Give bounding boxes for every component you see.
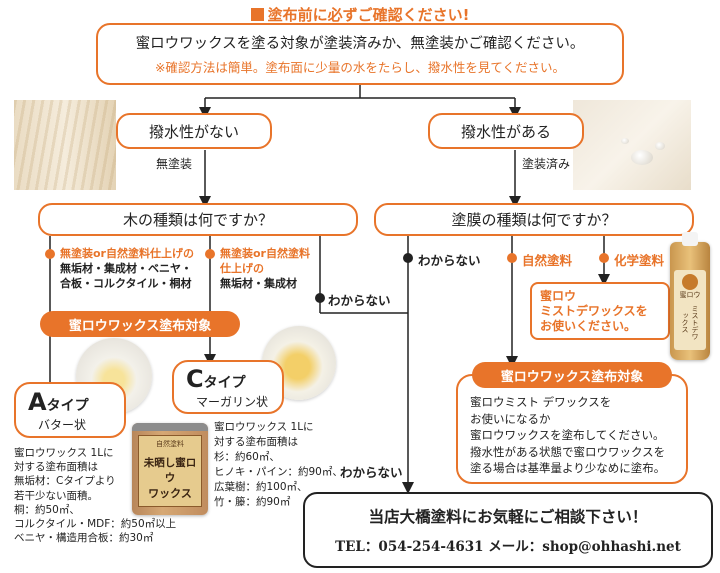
wood-question-box: 木の種類は何ですか？ [38,203,358,236]
type-c-sub: マーガリン状 [196,394,269,409]
coating-question-box: 塗膜の種類は何ですか？ [374,203,694,236]
coating-chemical: 化学塗料 [614,253,665,268]
contact-line1: 当店大橋塗料にお気軽にご相談下さい！ [368,508,648,526]
type-a-box: Aタイプ バター状 [14,382,126,438]
option-dot [45,249,55,259]
unknown-label-left: わからない [328,293,391,308]
instruction-line: 蜜ロウワックスを塗る対象が塗装済みか、無塗装かご確認ください。 [135,36,585,52]
type-a-info: 蜜ロウワックス 1Lに 対する塗布面積は 無垢材：Cタイプより 若干少ない面積。… [14,447,177,545]
target-pill-left: 蜜ロウワックス塗布対象 [40,311,240,337]
can-label-line1: 未晒し蜜ロウ [143,457,197,484]
can-label-top: 自然塗料 [156,440,184,448]
right-branch-title: 撥水性がある [460,122,551,141]
instruction-note: ※確認方法は簡単。塗布面に少量の水をたらし、撥水性を見てください。 [154,60,566,75]
instruction-box: 蜜ロウワックスを塗る対象が塗装済みか、無塗装かご確認ください。 ※確認方法は簡単… [96,23,624,85]
water-drop-icon [631,150,653,165]
type-c-letter: C [186,364,204,393]
water-drop-icon [621,138,629,144]
contact-line2: TEL：054-254-4631 メール：shop@ohhashi.net [335,539,681,555]
bottle-logo-icon [682,274,698,290]
type-c-box: Cタイプ マーガリン状 [172,360,284,414]
header: 塗布前に必ずご確認ください! [0,4,720,25]
contact-box: 当店大橋塗料にお気軽にご相談下さい！ TEL：054-254-4631 メール：… [303,492,713,568]
type-c-info: 蜜ロウワックス 1Lに 対する塗布面積は 杉：約60㎡、 ヒノキ・パイン：約90… [214,421,343,508]
right-branch-box: 撥水性がある [428,113,584,149]
coating-natural: 自然塗料 [522,253,573,268]
right-target-box: 蜜ロウミスト デワックスを お使いになるか 蜜ロウワックスを塗布してください。 … [456,374,688,484]
coated-wood-image [573,100,691,190]
bottle-label-line1: 蜜ロウ [679,291,701,299]
bottle-label-line2: ミストデワックス [681,304,699,340]
water-drop-icon [655,142,665,150]
header-square-icon [250,8,264,21]
coating-unknown: わからない [418,253,481,268]
wax-can-image: 自然塗料 未晒し蜜ロウ ワックス [132,423,208,515]
option-dot [205,249,215,259]
option-dot [403,253,413,263]
can-label-line2: ワックス [148,487,192,500]
left-branch-box: 撥水性がない [116,113,272,149]
wood-option-2: 無塗装or自然塗料 仕上げの 無垢材・集成材 [220,247,310,290]
option-dot [315,293,325,303]
uncoated-wood-image [14,100,116,190]
wood-option-1: 無塗装or自然塗料仕上げの 無垢材・集成材・ベニヤ・ 合板・コルクタイル・桐材 [60,247,194,290]
type-a-suffix: タイプ [46,397,89,414]
coating-question: 塗膜の種類は何ですか？ [451,211,617,229]
type-a-sub: バター状 [38,417,87,432]
mist-note: 蜜ロウ ミストデワックスを お使いください。 [530,282,670,340]
wood-question: 木の種類は何ですか？ [122,211,273,229]
option-dot [507,253,517,263]
target-pill-right: 蜜ロウワックス塗布対象 [472,362,672,388]
unknown-label-bottom: わからない [340,465,403,480]
type-c-suffix: タイプ [203,374,246,391]
left-branch-caption: 無塗装 [156,157,193,171]
header-title: 塗布前に必ずご確認ください! [267,6,470,24]
option-dot [599,253,609,263]
left-branch-title: 撥水性がない [148,122,239,141]
right-branch-caption: 塗装済み [522,157,571,171]
mist-wax-bottle-image: 蜜ロウ ミストデワックス [670,232,710,360]
type-a-letter: A [28,387,47,416]
